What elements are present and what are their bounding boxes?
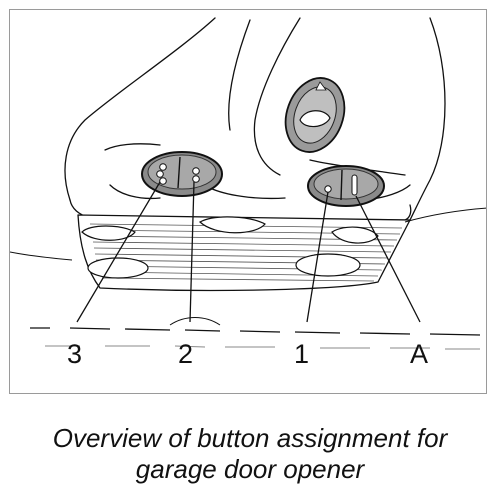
button-1-icon: [324, 185, 332, 193]
callout-label-2: 2: [178, 339, 193, 369]
leader-line-2: [189, 181, 195, 323]
louver-panel: [77, 214, 411, 292]
windshield-edge: [30, 327, 481, 336]
dial-control: [284, 77, 346, 153]
callout-label-1: 1: [294, 339, 309, 369]
figure-caption: Overview of button assignment for garage…: [0, 423, 500, 485]
button-A-icon: [351, 174, 358, 196]
caption-line-1: Overview of button assignment for: [52, 423, 448, 453]
button-3-icon: [156, 163, 167, 185]
button-2-icon: [192, 167, 200, 183]
leader-line-A: [355, 195, 421, 323]
ceiling-contour-right: [409, 17, 446, 221]
leader-line-3: [76, 181, 161, 323]
console-center-ridge: [253, 17, 301, 176]
button-cluster-right: [307, 165, 385, 207]
ceiling-contour: [64, 17, 216, 201]
leader-line-1: [306, 191, 329, 323]
diagram-frame: 3 2 1 A: [9, 9, 487, 394]
overhead-console-illustration: 3 2 1 A: [10, 17, 486, 369]
caption-line-2: garage door opener: [135, 454, 365, 484]
button-cluster-left: [141, 151, 223, 197]
callout-label-3: 3: [67, 339, 82, 369]
callout-label-A: A: [410, 339, 428, 369]
